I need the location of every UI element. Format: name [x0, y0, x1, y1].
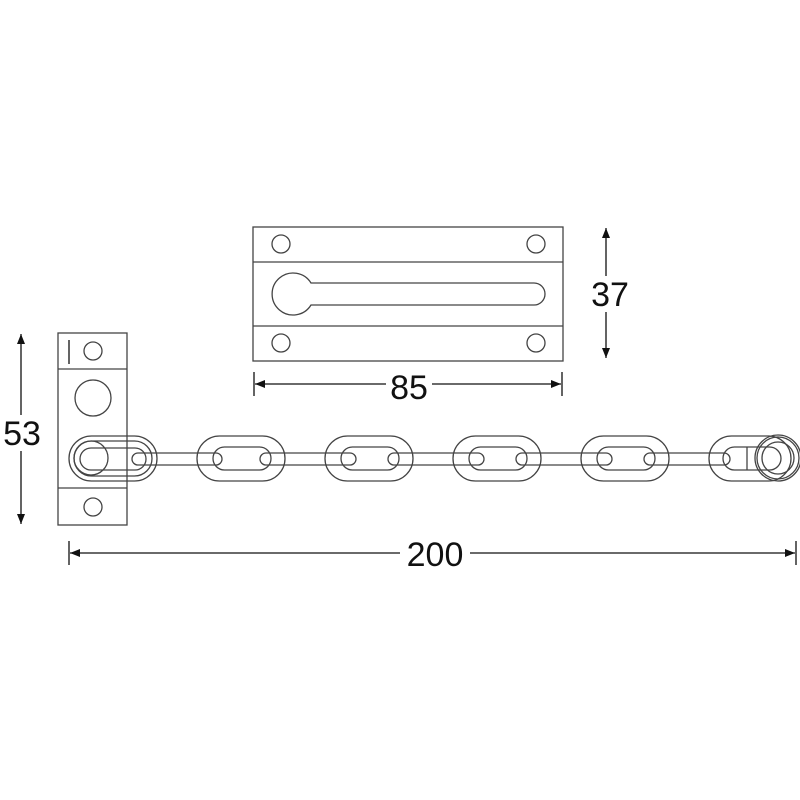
dimension-plate-height: 37 — [588, 228, 634, 358]
screw-hole — [271, 333, 291, 353]
dimension-plate-width: 85 — [253, 368, 563, 407]
dimension-total-length: 200 — [68, 340, 797, 574]
dimension-label-37: 37 — [591, 276, 629, 314]
chain-link — [68, 435, 158, 482]
dimension-label-200: 200 — [407, 536, 464, 574]
screw-hole — [526, 234, 546, 254]
chain-link — [196, 435, 286, 482]
screw-hole-large — [74, 379, 112, 417]
slot-plate — [252, 226, 564, 362]
screw-hole — [83, 497, 103, 517]
screw-hole — [271, 234, 291, 254]
keyhole-slot — [271, 272, 546, 316]
chain-link — [580, 435, 670, 482]
chain-end-knob — [708, 434, 800, 482]
chain-link — [324, 435, 414, 482]
chain — [68, 434, 800, 482]
chain-link — [452, 435, 542, 482]
wall-plate — [57, 332, 128, 526]
dimension-label-53: 53 — [3, 415, 41, 453]
dimension-label-85: 85 — [390, 369, 428, 407]
screw-hole — [83, 341, 103, 361]
dimension-wall-plate-height: 53 — [0, 334, 46, 524]
screw-hole — [526, 333, 546, 353]
